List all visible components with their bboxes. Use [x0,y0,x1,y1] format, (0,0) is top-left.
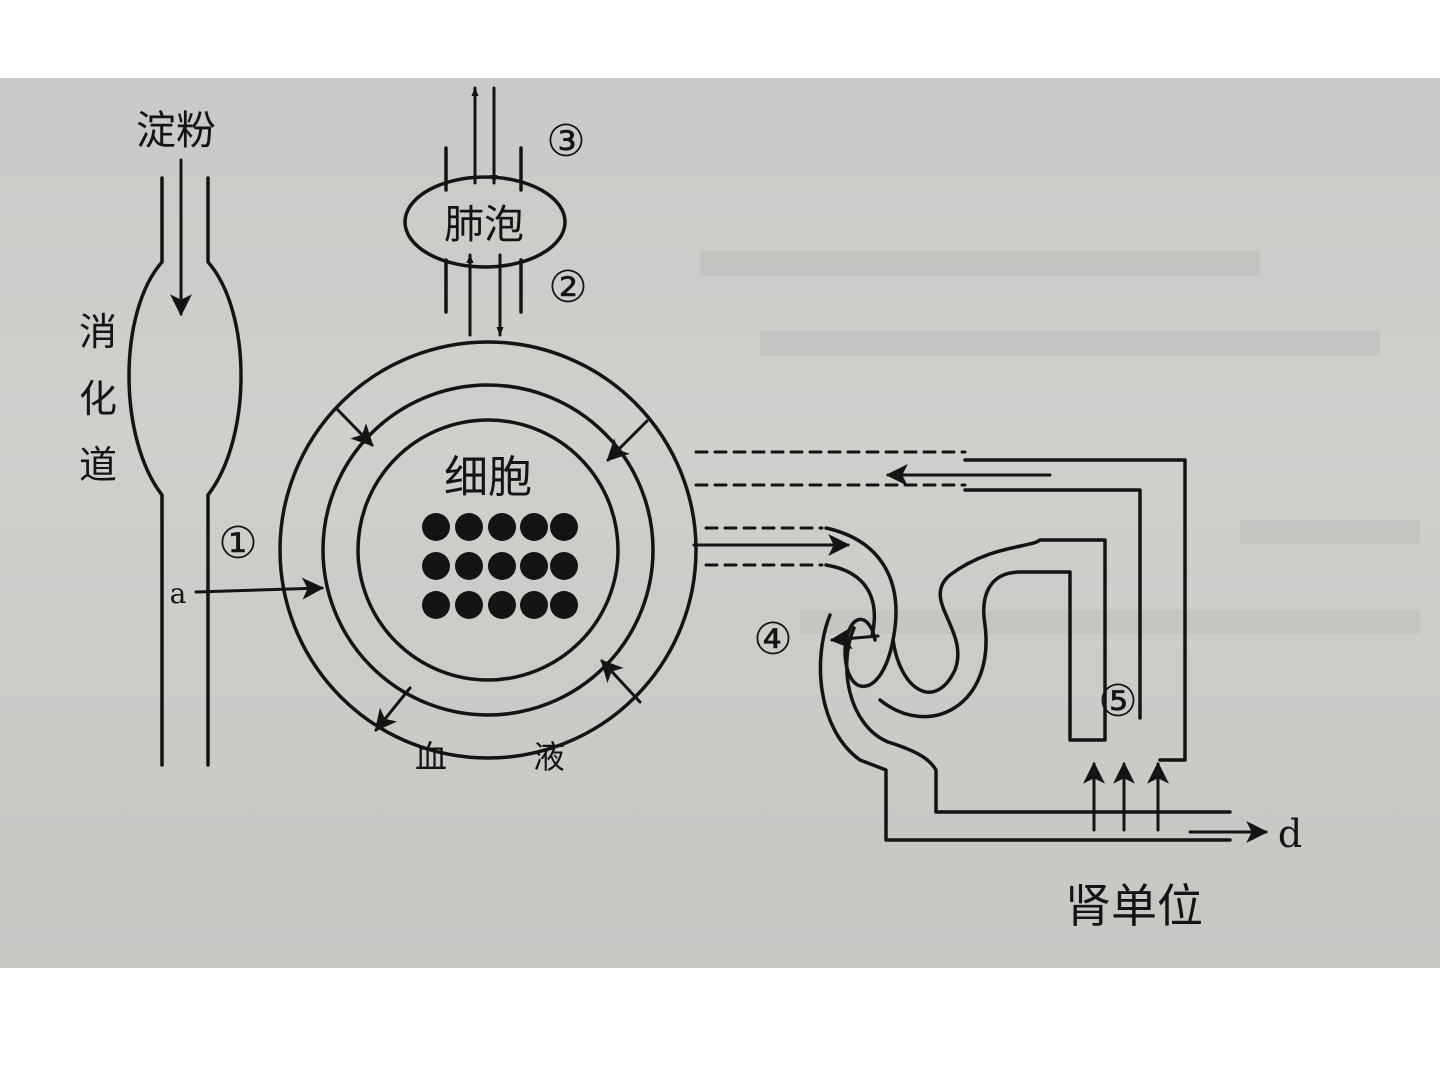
cell-dot [455,552,483,580]
label-5: ⑤ [1098,676,1137,727]
label-3: ③ [546,116,585,167]
cell-dot [550,552,578,580]
renal-vessels [692,450,1052,567]
blood-label-2: 液 [533,738,565,776]
alveoli [403,86,567,337]
cell-dot [488,591,516,619]
cell-dot [520,513,548,541]
nephron [818,458,1269,843]
label-4: ④ [753,614,792,665]
cell-dot [488,552,516,580]
label-a: a [170,577,187,610]
cell-dot [488,513,516,541]
cell-dot [520,591,548,619]
cell-dot [550,513,578,541]
cell-dot [422,513,450,541]
blood-label-1: 血 [415,738,447,776]
cell-dot [422,591,450,619]
digestive-tract-label-3: 道 [79,443,117,487]
digestive-tract [127,158,243,767]
nephron-label: 肾单位 [1065,879,1203,933]
label-1: ① [218,518,257,569]
absorption-arrow [194,577,325,600]
starch-label: 淀粉 [136,108,216,154]
digestive-tract-label-1: 消 [79,310,117,354]
photo-background [0,78,1440,968]
label-2: ② [548,262,587,313]
cell-dot [455,513,483,541]
cell-dot [455,591,483,619]
cell-dot [520,552,548,580]
digestive-tract-label-2: 化 [79,377,117,421]
cell-dot [550,591,578,619]
cell-dot [422,552,450,580]
cell-label: 细胞 [444,452,532,503]
cell-dots [422,513,578,619]
alveoli-label: 肺泡 [444,202,524,248]
bleed-through-text [700,250,1420,634]
label-d: d [1278,812,1302,856]
blood-circulation [194,340,698,760]
